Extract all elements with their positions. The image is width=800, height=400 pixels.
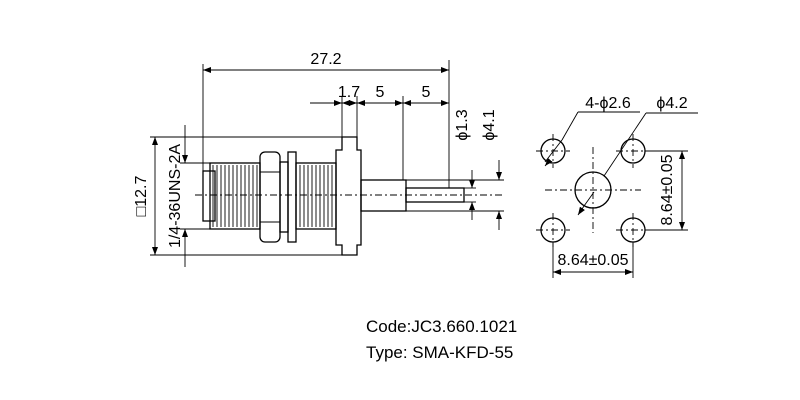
info-block: Code:JC3.660.1021 Type: SMA-KFD-55 [366, 317, 517, 362]
horizontal-spacing-label: 8.64±0.05 [557, 252, 628, 269]
dim-diameters: ϕ1.3 ϕ4.1 [406, 109, 504, 230]
flange [335, 136, 362, 256]
dim-thread: 1/4-36UNS-2A [167, 125, 210, 267]
overall-length-label: 27.2 [310, 51, 341, 68]
thread-label: 1/4-36UNS-2A [167, 144, 184, 248]
center-dia-label: ϕ4.2 [656, 95, 687, 112]
pin [360, 179, 468, 212]
washer [287, 151, 337, 243]
dim-5-b-label: 5 [422, 84, 431, 101]
dia-1-3-label: ϕ1.3 [454, 109, 471, 140]
hole-callout: 4-ϕ2.6 [544, 95, 640, 167]
square-12-7-label: □12.7 [133, 176, 150, 217]
front-view: 4-ϕ2.6 ϕ4.2 8.64±0.05 8.64±0.05 [536, 95, 698, 278]
center-dia-callout: ϕ4.2 [577, 95, 698, 216]
dim-overall-length: 27.2 [202, 51, 450, 188]
hex-nut [259, 151, 289, 243]
dim-1-7-label: 1.7 [338, 84, 360, 101]
hole-callout-label: 4-ϕ2.6 [585, 95, 631, 112]
side-view: 27.2 1.7 5 5 ϕ1.3 ϕ [133, 51, 505, 267]
code-label: Code:JC3.660.1021 [366, 317, 517, 336]
dim-vertical-spacing: 8.64±0.05 [645, 150, 688, 231]
threaded-barrel [202, 162, 261, 230]
front-centerlines [536, 134, 650, 247]
dim-pin-lengths: 1.7 5 5 [310, 84, 449, 180]
vertical-spacing-label: 8.64±0.05 [659, 154, 676, 225]
dim-square: □12.7 [133, 136, 342, 256]
dim-5-a-label: 5 [376, 84, 385, 101]
dim-horizontal-spacing: 8.64±0.05 [552, 242, 634, 278]
type-label: Type: SMA-KFD-55 [366, 343, 513, 362]
dia-4-1-label: ϕ4.1 [481, 109, 498, 140]
